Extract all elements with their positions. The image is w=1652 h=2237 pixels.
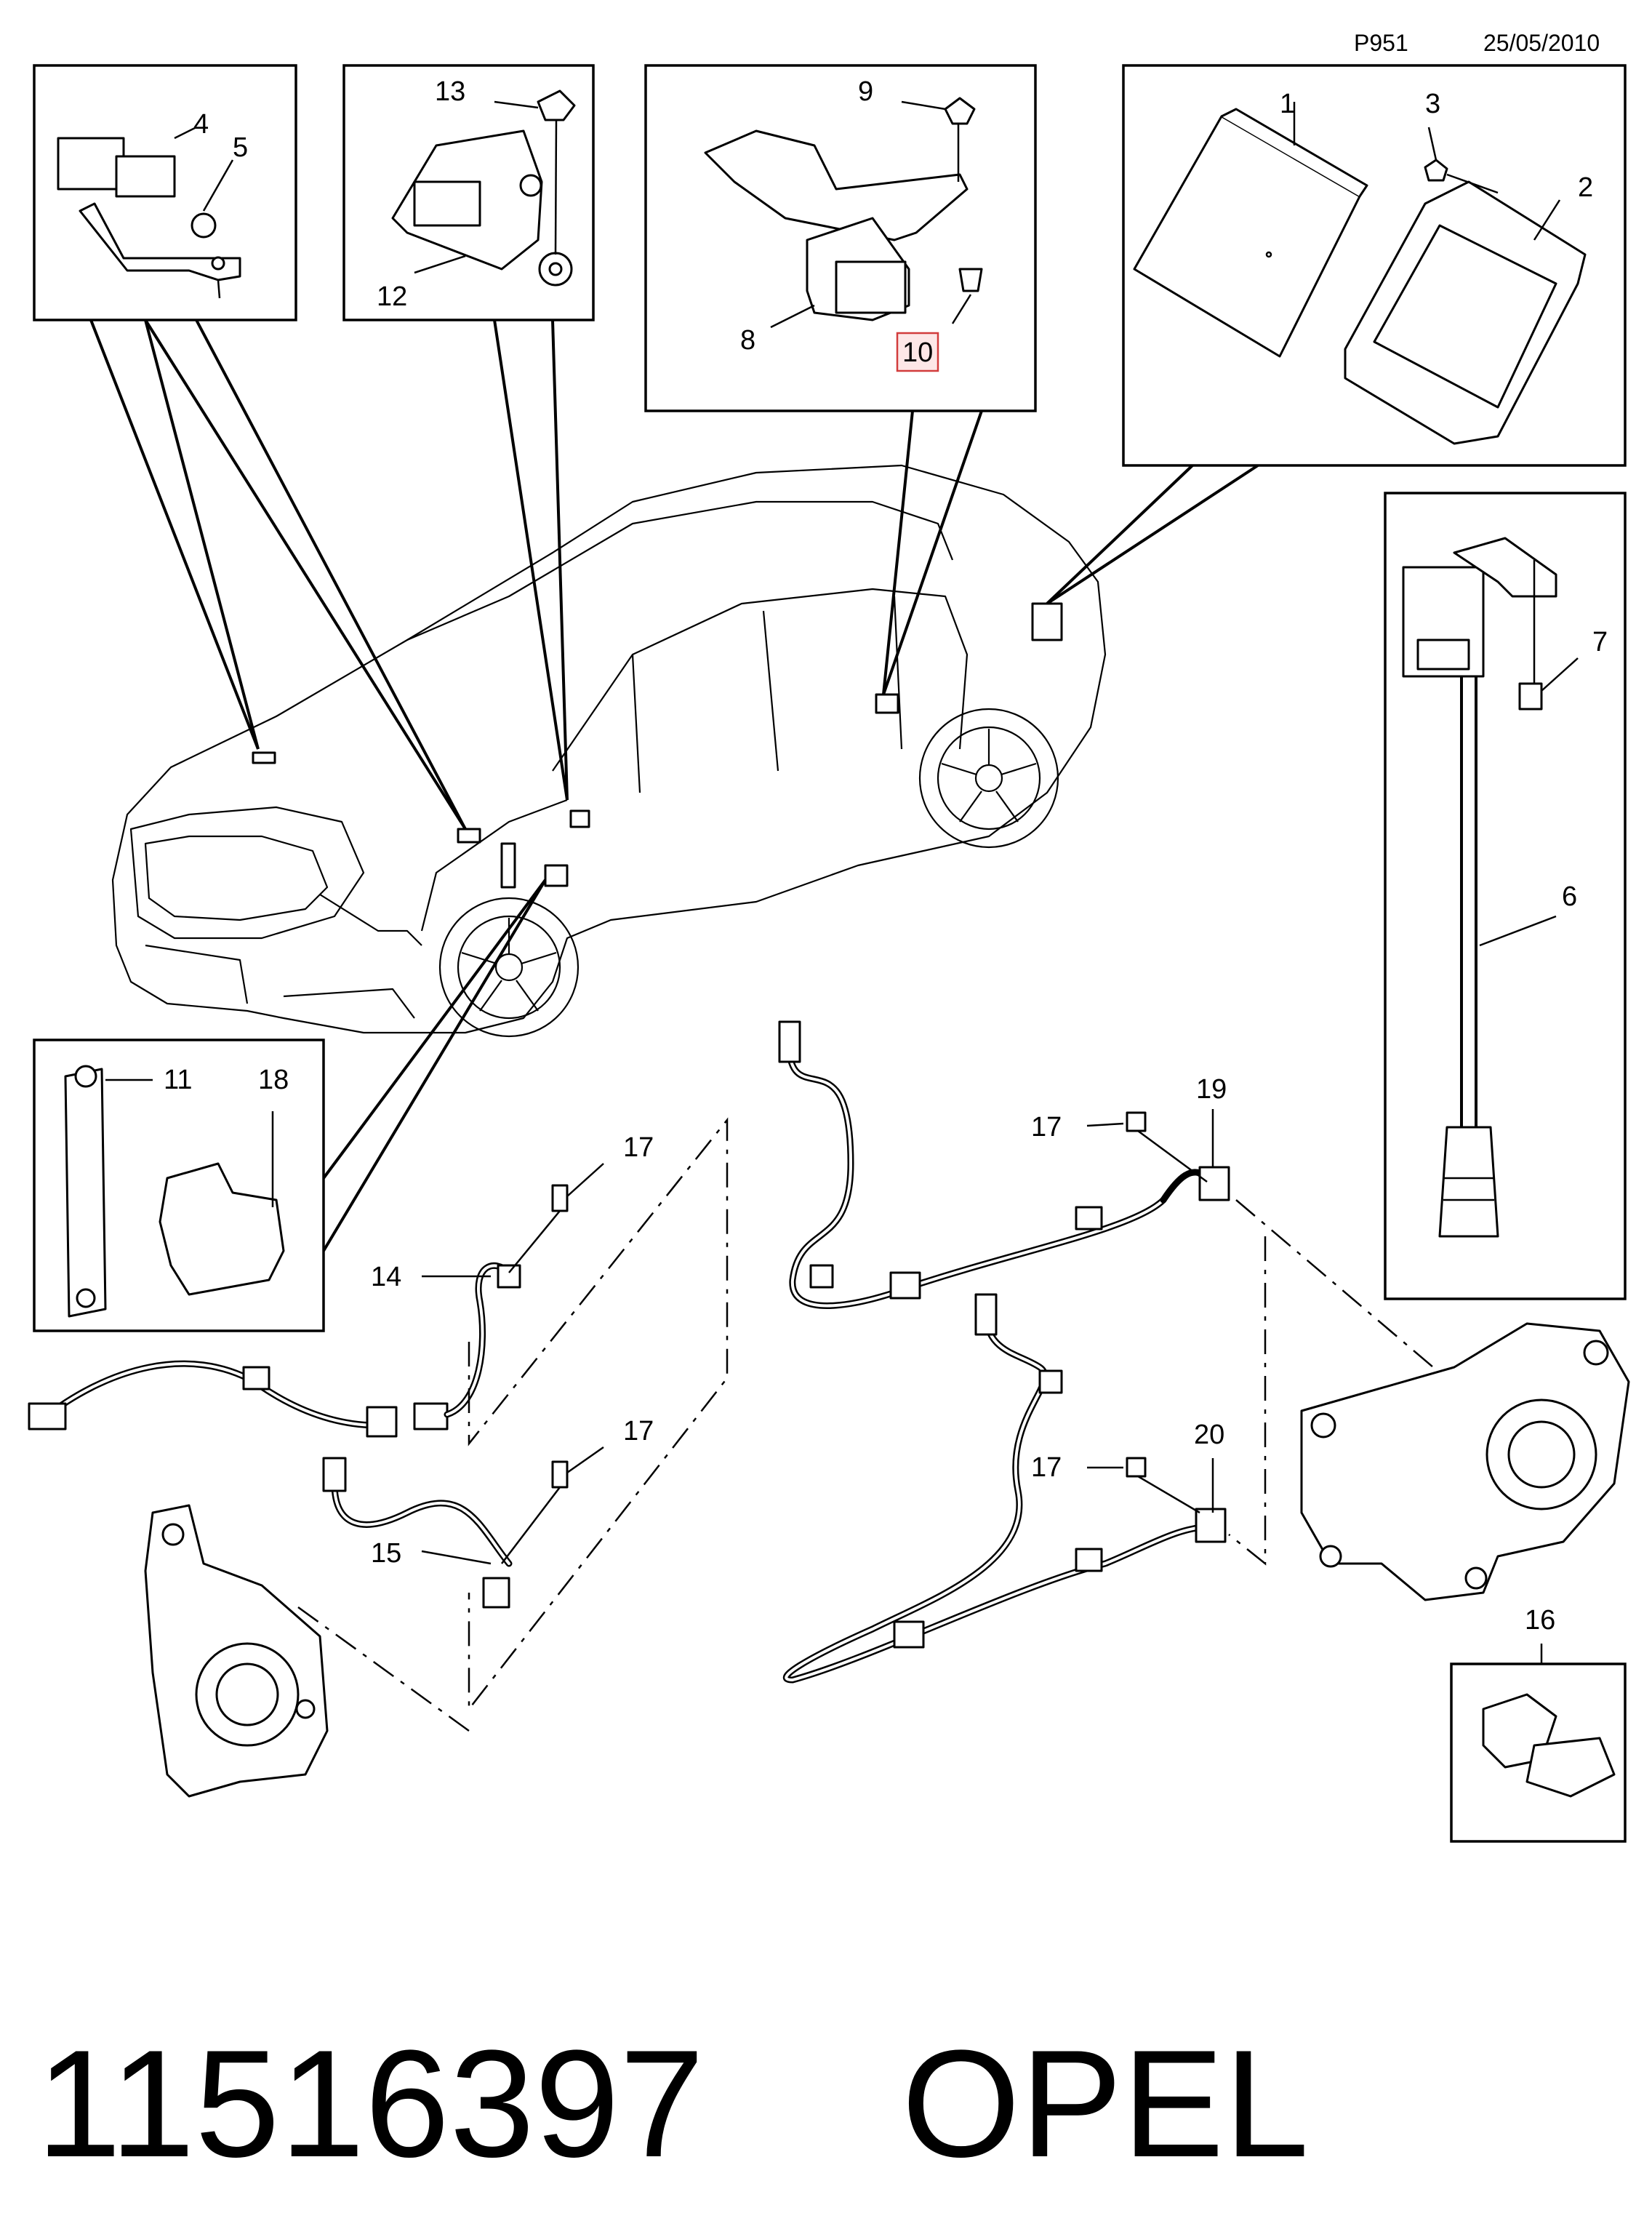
box-control-unit-1-2-3: 1 3 2 xyxy=(1122,64,1627,467)
callout-19: 19 xyxy=(1196,1074,1227,1105)
callout-8: 8 xyxy=(740,325,755,356)
page-code: P951 xyxy=(1354,30,1408,56)
callout-5: 5 xyxy=(233,132,248,163)
diagram-date: 25/05/2010 xyxy=(1483,30,1600,56)
callout-9: 9 xyxy=(858,76,873,107)
callout-17-front-upper: 17 xyxy=(623,1132,654,1163)
callout-15: 15 xyxy=(371,1538,401,1569)
highlight-callout-10 xyxy=(896,332,939,372)
callout-14: 14 xyxy=(371,1262,401,1292)
rear-wheel-sensors: 19 20 17 17 xyxy=(778,1020,1477,1684)
leader-lines xyxy=(89,319,1259,1252)
callout-17-rear-lower: 17 xyxy=(1031,1452,1062,1483)
box-sensor-rod-6-7: 7 6 xyxy=(1384,492,1627,1300)
part-number: 11516397 xyxy=(36,2018,705,2189)
box-sensor-12-13: 13 12 xyxy=(342,64,595,321)
callout-18: 18 xyxy=(258,1065,289,1095)
callout-20: 20 xyxy=(1194,1420,1224,1450)
callout-4: 4 xyxy=(193,109,209,140)
callout-10: 10 xyxy=(902,337,933,368)
vehicle-illustration xyxy=(111,464,1107,1038)
callout-6: 6 xyxy=(1562,881,1577,912)
front-knuckle xyxy=(144,1504,329,1798)
callout-2: 2 xyxy=(1578,172,1593,203)
callout-13: 13 xyxy=(435,76,465,107)
box-module-8-9-10: 9 8 10 xyxy=(644,64,1037,412)
box-bracket-11-18: 11 18 xyxy=(33,1039,325,1332)
callout-17-rear-upper: 17 xyxy=(1031,1112,1062,1142)
callout-7: 7 xyxy=(1592,627,1608,657)
rear-knuckle xyxy=(1300,1322,1630,1601)
box-clip-16: 16 xyxy=(1450,1605,1627,1843)
front-wheel-sensors: 14 15 17 17 xyxy=(28,1117,729,1732)
callout-1: 1 xyxy=(1280,89,1295,119)
callout-12: 12 xyxy=(377,281,407,312)
callout-3: 3 xyxy=(1425,89,1440,119)
callout-17-front-lower: 17 xyxy=(623,1416,654,1446)
callout-11: 11 xyxy=(164,1065,192,1095)
brand-name: OPEL xyxy=(902,2018,1309,2189)
callout-16: 16 xyxy=(1525,1605,1555,1636)
box-sensor-4-5: 4 5 xyxy=(33,64,297,321)
